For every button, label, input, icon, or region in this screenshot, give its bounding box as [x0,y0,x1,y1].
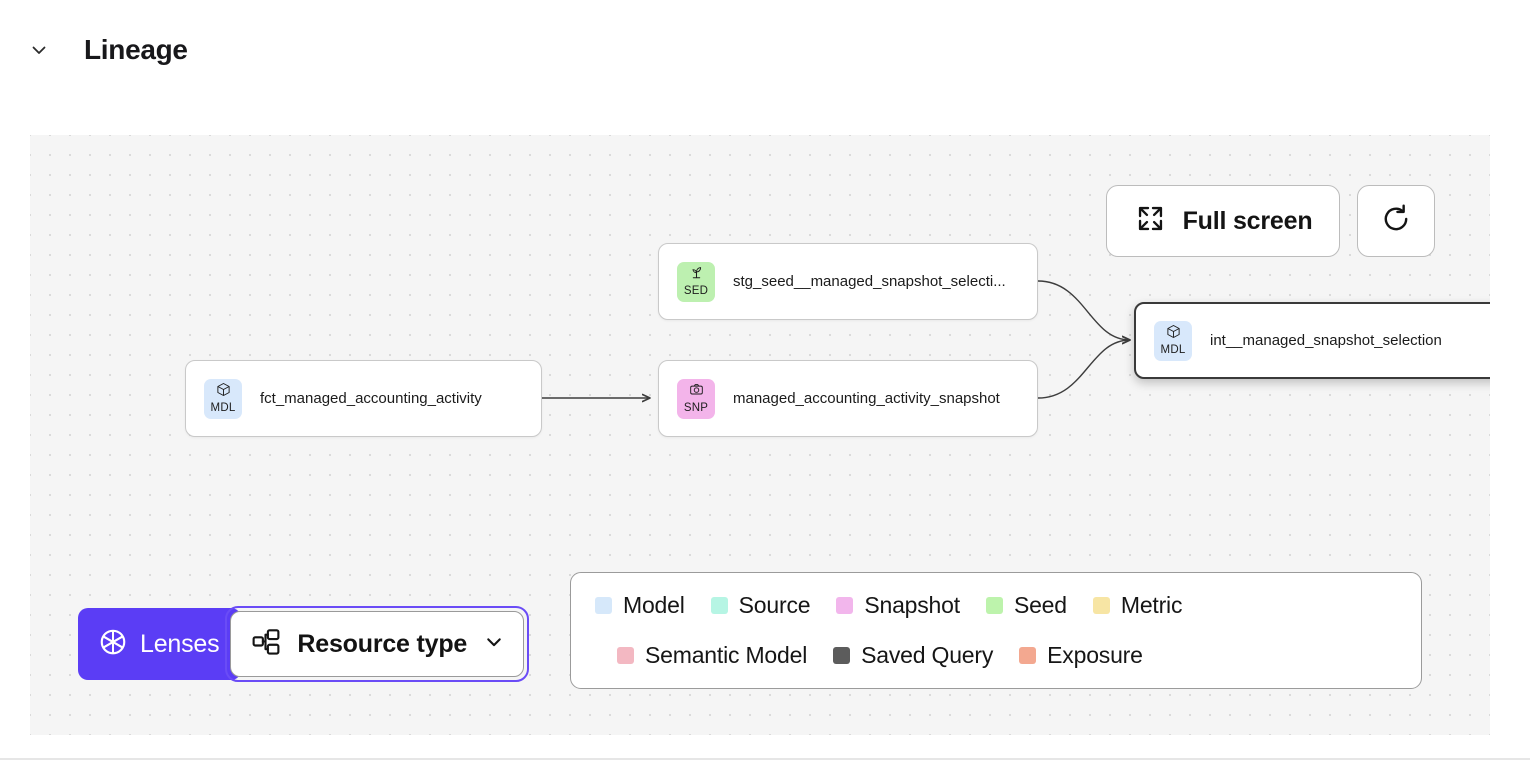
legend-item-seed: Seed [985,592,1067,619]
legend-label-snapshot: Snapshot [864,592,960,618]
legend-swatch-saved-query [833,647,851,664]
chevron-down-icon [29,40,49,60]
legend-label-source: Source [738,592,811,618]
resource-type-label: Resource type [297,629,468,658]
canvas-controls: Lenses Resource type [78,606,530,682]
hierarchy-icon [251,628,281,661]
node-label: fct_managed_accounting_activity [260,390,482,407]
full-screen-button[interactable]: Full screen [1106,185,1340,257]
node-type-badge-model: MDL [204,378,242,419]
legend-item-exposure: Exposure [1019,642,1143,669]
legend-swatch-metric [1092,597,1110,614]
legend-swatch-seed [985,597,1003,614]
section-divider [0,758,1530,760]
legend-label-metric: Metric [1120,592,1183,618]
lineage-node-fct-managed-accounting-activity[interactable]: MDL fct_managed_accounting_activity [185,360,542,437]
legend-item-saved-query: Saved Query [833,642,993,669]
legend-label-semantic-model: Semantic Model [645,642,808,668]
node-type-badge-seed: SED [677,261,715,302]
expand-icon [1134,202,1167,240]
legend-item-metric: Metric [1092,592,1183,619]
legend-row-secondary: Semantic Model Saved Query Exposure [595,631,1397,681]
node-type-abbr: SNP [683,402,709,415]
full-screen-label: Full screen [1182,206,1313,235]
sprout-icon [689,265,704,285]
collapse-section-button[interactable] [22,33,56,67]
node-type-abbr: MDL [210,402,236,415]
legend-label-model: Model [623,592,685,618]
legend-label-saved-query: Saved Query [861,642,994,668]
legend-swatch-source [710,597,728,614]
refresh-graph-button[interactable] [1357,185,1435,257]
lenses-button[interactable]: Lenses [78,608,242,680]
legend-item-semantic-model: Semantic Model [617,642,807,669]
chevron-down-icon [483,631,505,658]
lineage-legend: Model Source Snapshot Seed Metric S [570,572,1422,689]
lenses-label: Lenses [140,629,220,658]
legend-swatch-snapshot [836,597,854,614]
aperture-icon [98,627,128,662]
legend-item-source: Source [710,592,811,619]
lineage-section-header: Lineage [0,0,1530,100]
legend-label-seed: Seed [1013,592,1067,618]
camera-icon [689,382,704,402]
node-label: int__managed_snapshot_selection [1210,332,1442,349]
legend-swatch-semantic-model [617,647,634,664]
legend-item-snapshot: Snapshot [836,592,960,619]
lineage-node-int-managed-snapshot-selection[interactable]: MDL int__managed_snapshot_selection [1134,302,1490,379]
cube-icon [1166,324,1181,344]
refresh-icon [1379,202,1413,241]
page-title: Lineage [84,34,188,65]
node-type-badge-snapshot: SNP [677,378,715,419]
node-type-abbr: SED [683,285,709,298]
lineage-node-managed-accounting-activity-snapshot[interactable]: SNP managed_accounting_activity_snapshot [658,360,1038,437]
node-label: stg_seed__managed_snapshot_selecti... [733,273,1006,290]
lineage-node-stg-seed-managed-snapshot-selection[interactable]: SED stg_seed__managed_snapshot_selecti..… [658,243,1038,320]
resource-type-dropdown[interactable]: Resource type [230,611,525,677]
legend-item-model: Model [595,592,685,619]
legend-label-exposure: Exposure [1047,642,1143,668]
cube-icon [216,382,231,402]
node-type-abbr: MDL [1160,344,1186,357]
legend-swatch-model [595,597,612,614]
canvas-toolbar: Full screen [1106,185,1435,257]
resource-type-focus-ring: Resource type [225,606,530,682]
node-label: managed_accounting_activity_snapshot [733,390,1000,407]
node-type-badge-model: MDL [1154,320,1192,361]
legend-row-primary: Model Source Snapshot Seed Metric [595,581,1397,631]
lineage-graph-canvas[interactable]: MDL fct_managed_accounting_activity SED … [30,135,1490,735]
legend-swatch-exposure [1019,647,1037,664]
